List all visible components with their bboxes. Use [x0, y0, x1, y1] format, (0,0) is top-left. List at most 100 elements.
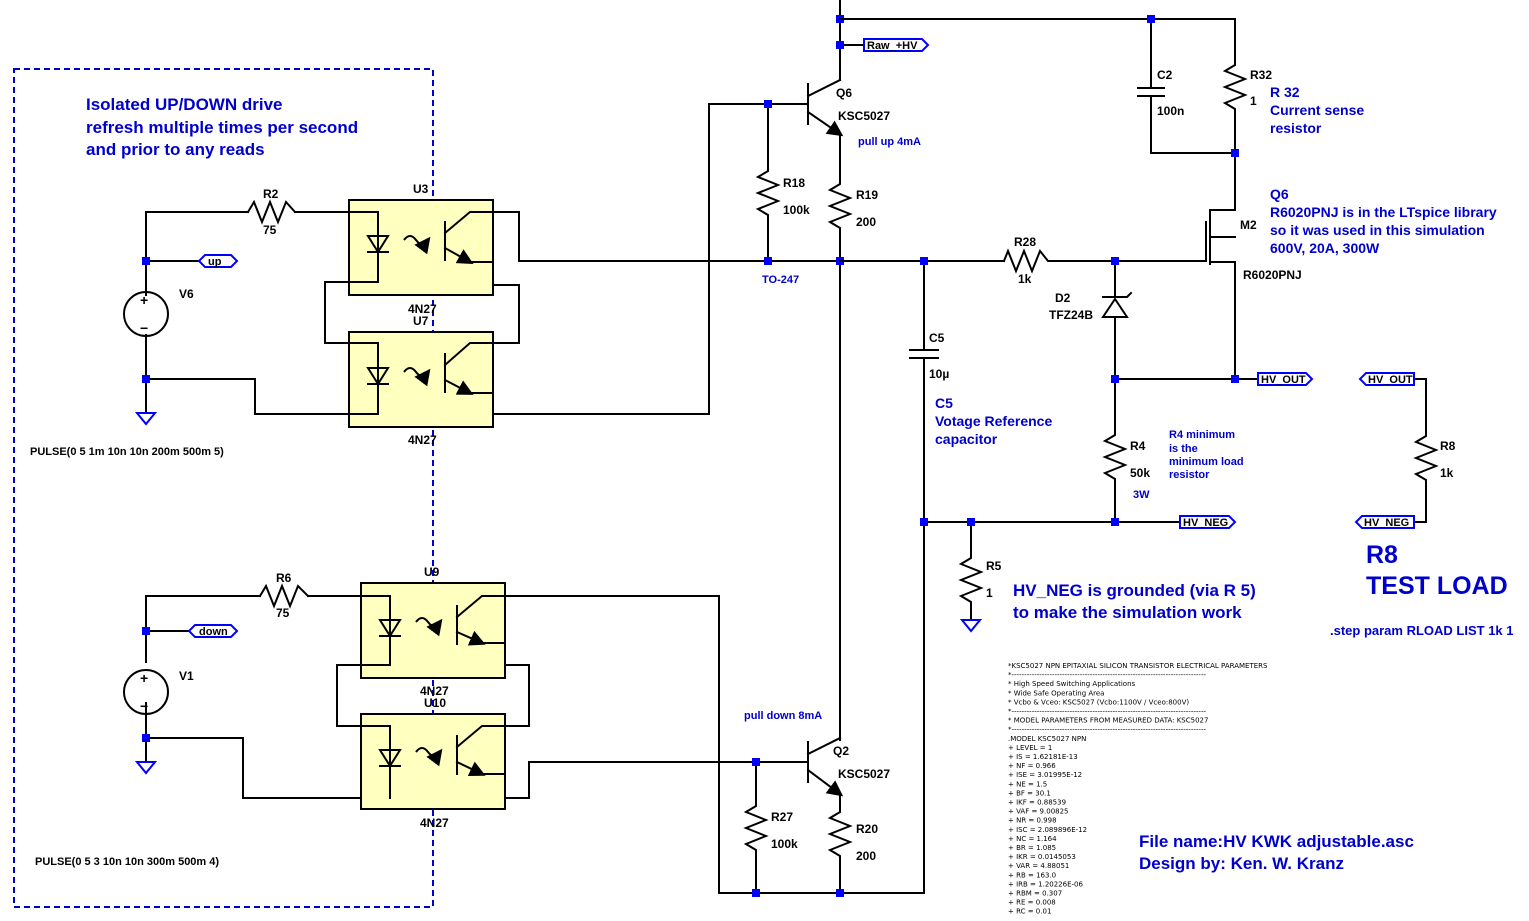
v1-name: V1 — [179, 669, 194, 683]
model-line: + NC = 1.164 — [1008, 835, 1057, 843]
svg-text:R8: R8 — [1366, 541, 1398, 569]
model-line: + IKF = 0.88539 — [1008, 799, 1066, 807]
svg-text:down: down — [199, 626, 228, 638]
u9-name: U9 — [424, 565, 440, 579]
net-flag-hv-neg[interactable]: HV_NEG — [1179, 515, 1237, 529]
model-line: + IS = 1.62181E-13 — [1008, 753, 1078, 761]
svg-text:HV_NEG is grounded (via R 5): HV_NEG is grounded (via R 5) — [1013, 581, 1256, 600]
svg-text:resistor: resistor — [1169, 469, 1210, 481]
model-line: + BF = 30.1 — [1008, 789, 1051, 797]
u7-name: U7 — [413, 314, 429, 328]
model-line: + RE = 0.008 — [1008, 899, 1056, 907]
c5-name: C5 — [929, 331, 945, 345]
u10-name: U10 — [424, 696, 446, 710]
q6-library-note: Q6 R6020PNJ is in the LTspice library so… — [1270, 186, 1497, 256]
r32-note: R 32 Current sense resistor — [1270, 84, 1364, 136]
svg-text:so it was used in this simulat: so it was used in this simulation — [1270, 222, 1485, 238]
q2-name: Q2 — [833, 744, 849, 758]
r28-value: 1k — [1018, 272, 1032, 286]
net-flag-raw-hv[interactable]: Raw_+HV — [863, 38, 930, 52]
r20-value: 200 — [856, 849, 876, 863]
designer: Design by: Ken. W. Kranz — [1139, 854, 1344, 873]
r32-value: 1 — [1250, 94, 1257, 108]
svg-text:resistor: resistor — [1270, 120, 1322, 136]
svg-text:Q6: Q6 — [1270, 186, 1289, 202]
pull-up-note: pull up 4mA — [858, 136, 921, 148]
v6-value: PULSE(0 5 1m 10n 10n 200m 500m 5) — [30, 446, 224, 458]
output-stage — [839, 15, 1439, 894]
net-flag-hv-neg-load[interactable]: HV_NEG — [1354, 515, 1415, 529]
q2-value: KSC5027 — [838, 767, 890, 781]
u10-value: 4N27 — [420, 816, 449, 830]
r18-name: R18 — [783, 176, 805, 190]
c2-value: 100n — [1157, 104, 1184, 118]
q6-value: KSC5027 — [838, 109, 890, 123]
model-line: + IKR = 0.0145053 — [1008, 853, 1076, 861]
svg-text:HV_NEG: HV_NEG — [1364, 517, 1409, 529]
c2-name: C2 — [1157, 68, 1173, 82]
r5-name: R5 — [986, 559, 1002, 573]
r27-value: 100k — [771, 837, 798, 851]
r6-name: R6 — [276, 571, 292, 585]
net-flag-up[interactable]: up — [197, 254, 239, 268]
model-line: * Vcbo & Vceo: KSC5027 (Vcbo:1100V / Vce… — [1008, 698, 1189, 706]
model-line: + RBM = 0.307 — [1008, 890, 1062, 898]
svg-text:+: + — [140, 292, 148, 308]
svg-text:−: − — [140, 320, 148, 336]
model-line: * Wide Safe Operating Area — [1008, 689, 1104, 697]
r27-name: R27 — [771, 810, 793, 824]
model-line: + VAR = 4.88051 — [1008, 862, 1069, 870]
model-line: + IRB = 1.20226E-06 — [1008, 880, 1083, 888]
m2-value: R6020PNJ — [1243, 268, 1302, 282]
model-line: * High Speed Switching Applications — [1008, 680, 1136, 688]
r4-note: R4 minimum is the minimum load resistor — [1169, 429, 1244, 481]
file-name: File name:HV KWK adjustable.asc — [1139, 832, 1414, 851]
step-directive[interactable]: .step param RLOAD LIST 1k 1 — [1330, 623, 1514, 638]
q6-name: Q6 — [836, 86, 852, 100]
svg-text:Current sense: Current sense — [1270, 102, 1364, 118]
u7-value: 4N27 — [408, 433, 437, 447]
r8-title: R8 TEST LOAD — [1366, 541, 1508, 600]
v1-value: PULSE(0 5 3 10n 10n 300m 500m 4) — [35, 856, 219, 868]
svg-text:HV_OUT: HV_OUT — [1261, 374, 1306, 386]
svg-text:R 32: R 32 — [1270, 84, 1300, 100]
r28-name: R28 — [1014, 235, 1036, 249]
model-text-block[interactable]: *KSC5027 NPN EPITAXIAL SILICON TRANSISTO… — [1008, 662, 1268, 916]
svg-text:up: up — [208, 256, 222, 268]
r6-value: 75 — [276, 606, 290, 620]
svg-text:R4 minimum: R4 minimum — [1169, 429, 1235, 441]
c5-value: 10µ — [929, 367, 949, 381]
model-line: + ISC = 2.089896E-12 — [1008, 826, 1087, 834]
svg-text:refresh multiple times per sec: refresh multiple times per second — [86, 118, 358, 137]
r4-power: 3W — [1133, 489, 1150, 501]
svg-text:is the: is the — [1169, 443, 1198, 455]
drive-title-note: Isolated UP/DOWN drive refresh multiple … — [86, 95, 358, 159]
model-line: *---------------------------------------… — [1008, 726, 1206, 734]
model-line: + VAF = 9.00825 — [1008, 808, 1069, 816]
d2-name: D2 — [1055, 291, 1071, 305]
v6-name: V6 — [179, 287, 194, 301]
net-flag-hv-out-load[interactable]: HV_OUT — [1358, 372, 1415, 386]
m2-name: M2 — [1240, 218, 1257, 232]
q2-pulldown — [718, 736, 925, 897]
svg-text:and prior to any reads: and prior to any reads — [86, 140, 265, 159]
model-line: *---------------------------------------… — [1008, 708, 1206, 716]
r18-value: 100k — [783, 203, 810, 217]
u3-value: 4N27 — [408, 302, 437, 316]
net-flag-hv-out[interactable]: HV_OUT — [1257, 372, 1314, 386]
pull-down-note: pull down 8mA — [744, 710, 822, 722]
up-drive: + − — [123, 103, 841, 428]
r4-name: R4 — [1130, 439, 1146, 453]
svg-text:Votage Reference: Votage Reference — [935, 413, 1052, 429]
svg-text:Isolated UP/DOWN drive: Isolated UP/DOWN drive — [86, 95, 282, 114]
svg-text:capacitor: capacitor — [935, 431, 998, 447]
model-line: *---------------------------------------… — [1008, 671, 1206, 679]
r20-name: R20 — [856, 822, 878, 836]
net-flag-down[interactable]: down — [187, 624, 239, 638]
u9-value: 4N27 — [420, 684, 449, 698]
svg-text:HV_NEG: HV_NEG — [1183, 517, 1228, 529]
r32-name: R32 — [1250, 68, 1272, 82]
svg-text:R6020PNJ is in the LTspice lib: R6020PNJ is in the LTspice library — [1270, 204, 1497, 220]
svg-text:Raw_+HV: Raw_+HV — [867, 40, 918, 52]
